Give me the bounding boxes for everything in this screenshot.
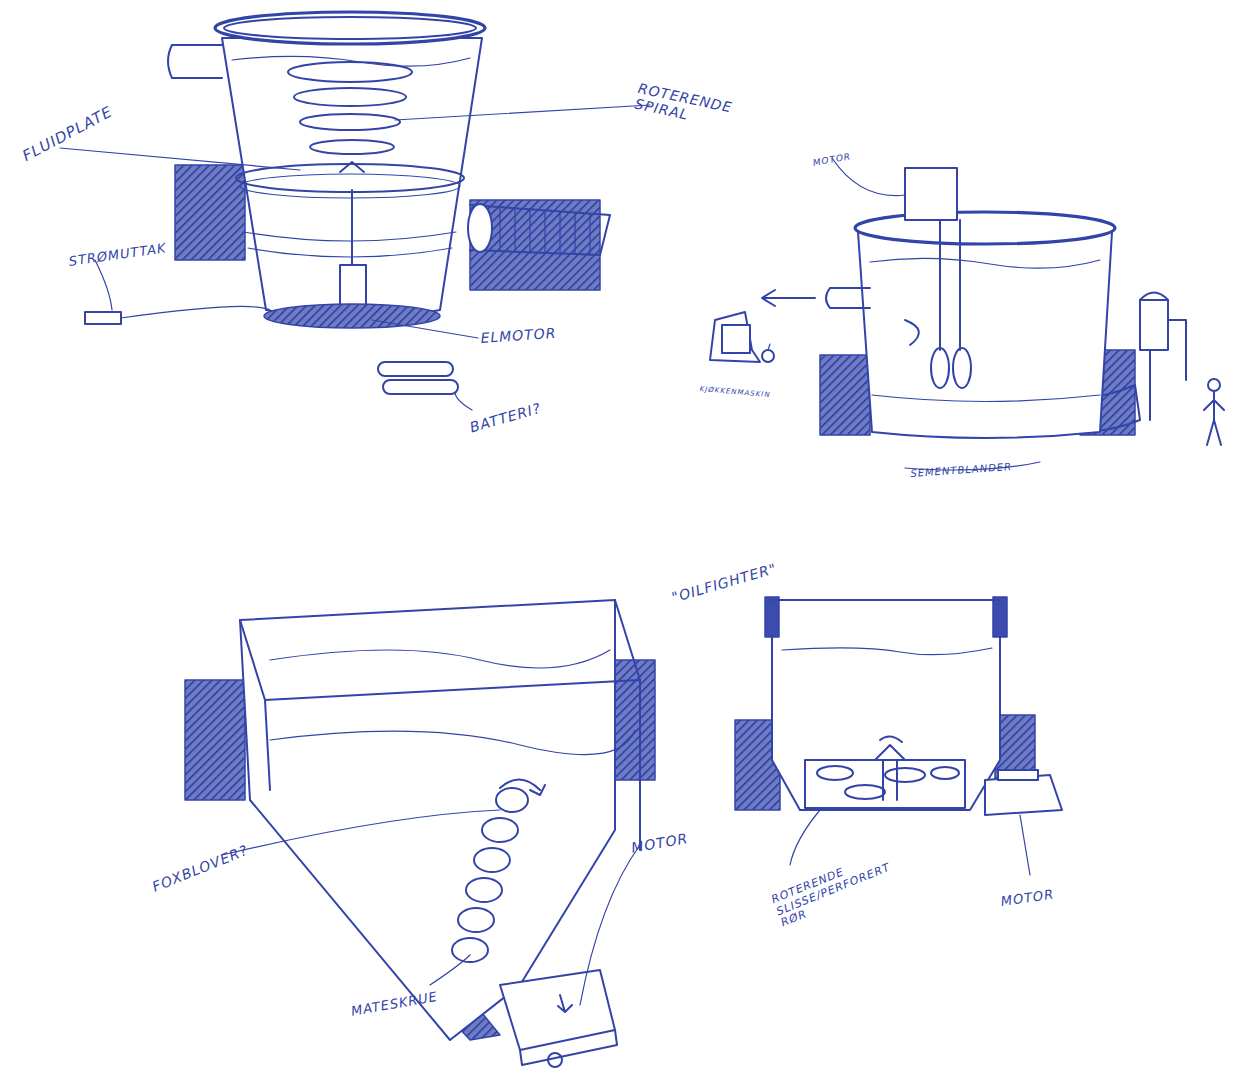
concept-title: "OILFIGHTER"	[670, 535, 867, 606]
sketch-cement-mixer	[710, 158, 1224, 470]
sketch-oilfighter	[735, 597, 1062, 875]
callout-label: MOTOR	[812, 142, 902, 168]
callout-label: MOTOR	[1000, 878, 1121, 909]
callout-label: ELMOTOR	[480, 319, 641, 346]
callout-label: FOXBLOVER?	[150, 816, 314, 895]
callout-label: FLUIDPLATE	[20, 56, 205, 165]
callout-label: ROTERENDE SPIRAL	[633, 80, 747, 134]
sketch-fluidplate	[60, 12, 650, 410]
callout-label: KJØKKENMASKIN	[699, 385, 809, 403]
callout-label: ROTERENDE SLISSE/PERFORERT RØR	[770, 846, 905, 930]
callout-label: SEMENTBLANDER	[910, 457, 1070, 480]
callout-label: BATTERI?	[468, 376, 626, 436]
callout-label: MOTOR	[630, 819, 751, 856]
sketch-screw-feeder	[185, 600, 655, 1067]
